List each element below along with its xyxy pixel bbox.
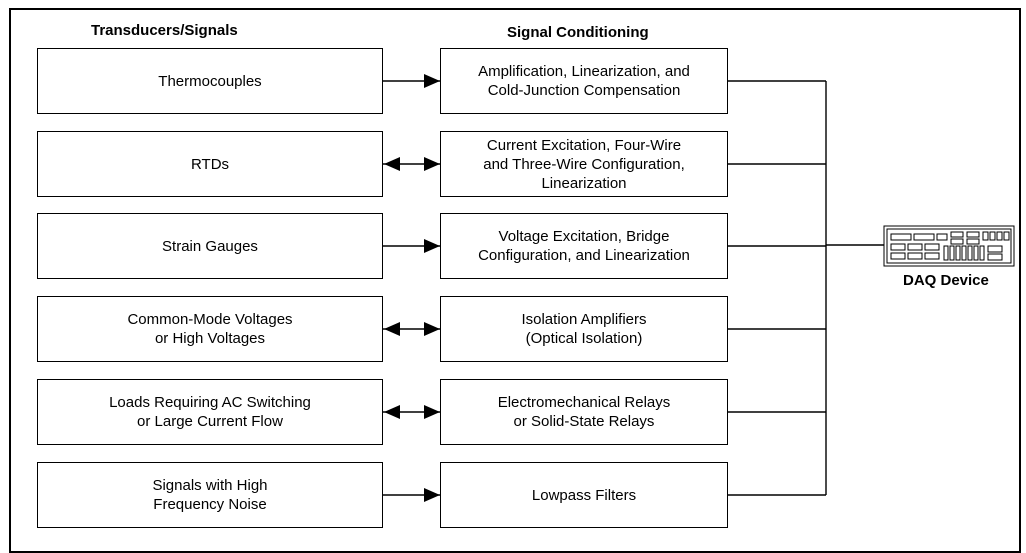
transducer-box-3-label: Strain Gauges [162,237,258,255]
conditioning-box-5: Electromechanical Relays or Solid-State … [440,379,728,445]
transducer-box-5: Loads Requiring AC Switching or Large Cu… [37,379,383,445]
arrowhead-right-4 [424,322,440,336]
conditioning-box-4-label: Isolation Amplifiers (Optical Isolation) [521,311,647,347]
arrowhead-left-4 [384,322,400,336]
transducer-box-1-label: Thermocouples [158,72,262,90]
arrowhead-right-6 [424,488,440,502]
arrowhead-right-5 [424,405,440,419]
transducer-box-1: Thermocouples [37,48,383,114]
conditioning-header: Signal Conditioning [507,24,649,41]
arrowhead-right-3 [424,239,440,253]
transducer-box-6: Signals with High Frequency Noise [37,462,383,528]
arrowhead-left-2 [384,157,400,171]
daq-device-label: DAQ Device [903,272,989,289]
conditioning-box-6-label: Lowpass Filters [531,486,637,504]
transducers-header: Transducers/Signals [91,22,238,39]
connector-lines [383,74,1015,502]
arrowhead-right-2 [424,157,440,171]
conditioning-box-3: Voltage Excitation, Bridge Configuration… [440,213,728,279]
transducer-box-2: RTDs [37,131,383,197]
conditioning-box-4: Isolation Amplifiers (Optical Isolation) [440,296,728,362]
signal-conditioning-diagram: Transducers/Signals Signal Conditioning … [9,8,1021,553]
arrowhead-right-1 [424,74,440,88]
conditioning-box-1-label: Amplification, Linearization, and Cold-J… [478,63,690,99]
conditioning-box-1: Amplification, Linearization, and Cold-J… [440,48,728,114]
transducer-box-4-label: Common-Mode Voltages or High Voltages [127,311,293,347]
conditioning-box-2-label: Current Excitation, Four-Wire and Three-… [483,136,685,192]
transducer-box-5-label: Loads Requiring AC Switching or Large Cu… [109,394,311,430]
transducer-box-6-label: Signals with High Frequency Noise [152,477,268,513]
transducer-box-4: Common-Mode Voltages or High Voltages [37,296,383,362]
daq-device-icon [883,225,1015,267]
arrowhead-left-5 [384,405,400,419]
transducer-box-2-label: RTDs [190,155,230,173]
transducer-box-3: Strain Gauges [37,213,383,279]
conditioning-box-3-label: Voltage Excitation, Bridge Configuration… [478,228,690,264]
conditioning-box-5-label: Electromechanical Relays or Solid-State … [497,394,671,430]
conditioning-box-6: Lowpass Filters [440,462,728,528]
conditioning-box-2: Current Excitation, Four-Wire and Three-… [440,131,728,197]
